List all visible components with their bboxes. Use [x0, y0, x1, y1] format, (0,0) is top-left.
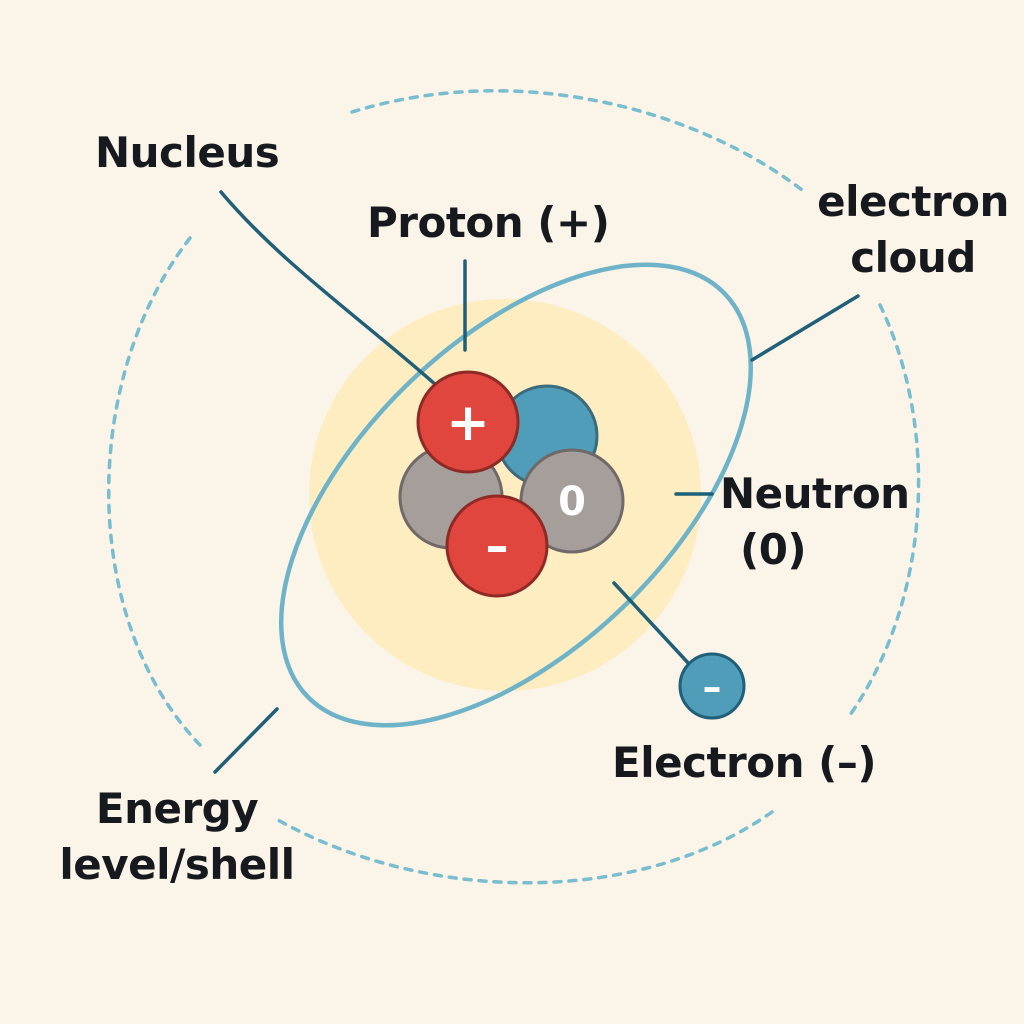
- electron-cloud-boundary: [106, 89, 921, 885]
- cloud-arc-right: [848, 303, 921, 717]
- label-neutron: Neutron (0): [714, 466, 914, 578]
- leader-electron-cloud: [750, 294, 860, 362]
- minus-sign-icon: –: [486, 519, 509, 573]
- label-electron-cloud-line-1: electron: [817, 177, 1009, 226]
- label-nucleus: Nucleus: [95, 128, 280, 177]
- nucleus: [398, 370, 625, 598]
- label-neutron-line-2: (0): [740, 525, 807, 574]
- label-energy-level-line-2: level/shell: [59, 840, 295, 889]
- label-neutron-line-1: Neutron: [720, 469, 910, 518]
- label-energy-level-line-1: Energy: [95, 784, 259, 833]
- leader-nucleus: [219, 190, 438, 387]
- nucleus-red-bottom: [445, 494, 549, 598]
- electron-minus-sign-icon: –: [703, 665, 722, 709]
- orbit-shell: [278, 262, 754, 728]
- cloud-arc-bottom: [276, 810, 774, 885]
- leader-energy-level: [213, 707, 279, 774]
- label-electron-cloud-line-2: cloud: [850, 233, 976, 282]
- electron-particle: [678, 652, 746, 720]
- label-energy-level: Energy level/shell: [52, 781, 302, 893]
- plus-sign-icon: +: [446, 393, 490, 453]
- leader-electron: [612, 581, 692, 667]
- label-electron: Electron (–): [612, 738, 877, 787]
- leader-lines: [213, 190, 860, 774]
- proton-top: [416, 370, 520, 474]
- cloud-arc-top: [350, 89, 808, 195]
- nucleus-glow: [309, 299, 701, 691]
- label-electron-cloud: electron cloud: [812, 174, 1014, 286]
- cloud-arc-left: [106, 236, 202, 747]
- zero-sign-icon: 0: [558, 479, 586, 525]
- label-proton: Proton (+): [367, 198, 610, 247]
